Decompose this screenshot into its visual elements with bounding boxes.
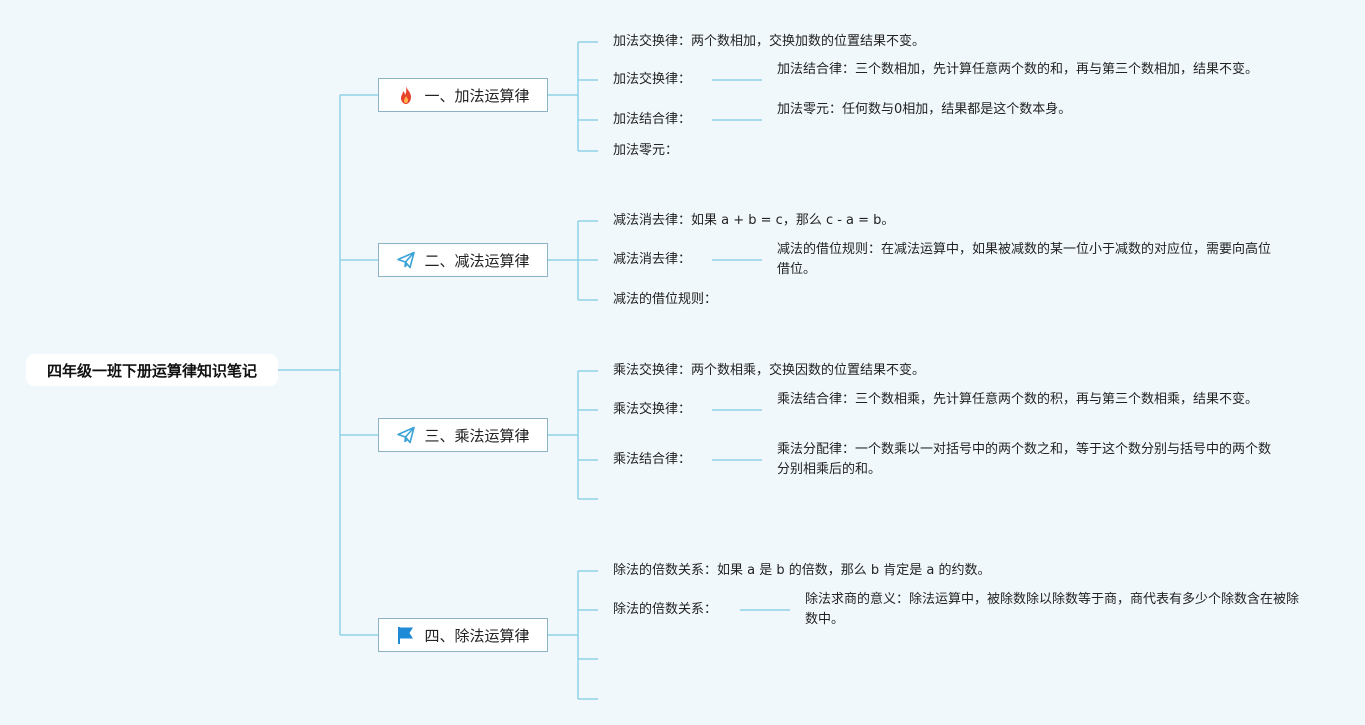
detail-text[interactable]: 乘法结合律：三个数相乘，先计算任意两个数的积，再与第三个数相乘，结果不变。 (777, 392, 1259, 407)
leaf-text[interactable]: 乘法交换律： (613, 402, 692, 417)
flag-icon (396, 625, 416, 645)
category-node[interactable]: 二、减法运算律 (378, 243, 548, 277)
category-node[interactable]: 三、乘法运算律 (378, 418, 548, 452)
category-label: 二、减法运算律 (424, 251, 530, 270)
fire-icon (396, 85, 416, 105)
detail-text[interactable]: 加法结合律：三个数相加，先计算任意两个数的和，再与第三个数相加，结果不变。 (777, 62, 1259, 77)
category-node[interactable]: 四、除法运算律 (378, 618, 548, 652)
leaf-text[interactable]: 除法的倍数关系：如果 a 是 b 的倍数，那么 b 肯定是 a 的约数。 (613, 563, 991, 578)
leaf-text[interactable]: 减法的借位规则： (613, 292, 718, 307)
leaf-text[interactable]: 减法消去律：如果 a + b = c，那么 c - a = b。 (613, 213, 895, 228)
detail-text[interactable]: 乘法分配律：一个数乘以一对括号中的两个数之和，等于这个数分别与括号中的两个数分别… (777, 442, 1272, 477)
detail-text[interactable]: 加法零元：任何数与0相加，结果都是这个数本身。 (777, 102, 1072, 117)
category-node[interactable]: 一、加法运算律 (378, 78, 548, 112)
category-label: 一、加法运算律 (424, 86, 530, 105)
leaf-text[interactable]: 加法零元： (613, 143, 679, 158)
detail-text[interactable]: 减法的借位规则：在减法运算中，如果被减数的某一位小于减数的对应位，需要向高位借位… (777, 242, 1272, 277)
paper-plane-icon (396, 425, 416, 445)
leaf-text[interactable]: 加法结合律： (613, 112, 692, 127)
root-title: 四年级一班下册运算律知识笔记 (46, 361, 257, 380)
leaf-text[interactable]: 除法的倍数关系： (613, 602, 718, 617)
detail-text[interactable]: 除法求商的意义：除法运算中，被除数除以除数等于商，商代表有多少个除数含在被除数中… (805, 592, 1300, 627)
paper-plane-icon (396, 250, 416, 270)
leaf-text[interactable]: 加法交换律：两个数相加，交换加数的位置结果不变。 (613, 34, 926, 49)
category-label: 三、乘法运算律 (424, 426, 530, 445)
root-topic[interactable]: 四年级一班下册运算律知识笔记 (26, 354, 278, 386)
leaf-text[interactable]: 加法交换律： (613, 72, 692, 87)
leaf-text[interactable]: 乘法结合律： (613, 452, 692, 467)
leaf-text[interactable]: 乘法交换律：两个数相乘，交换因数的位置结果不变。 (613, 363, 926, 378)
category-label: 四、除法运算律 (424, 626, 530, 645)
leaf-text[interactable]: 减法消去律： (613, 252, 692, 267)
